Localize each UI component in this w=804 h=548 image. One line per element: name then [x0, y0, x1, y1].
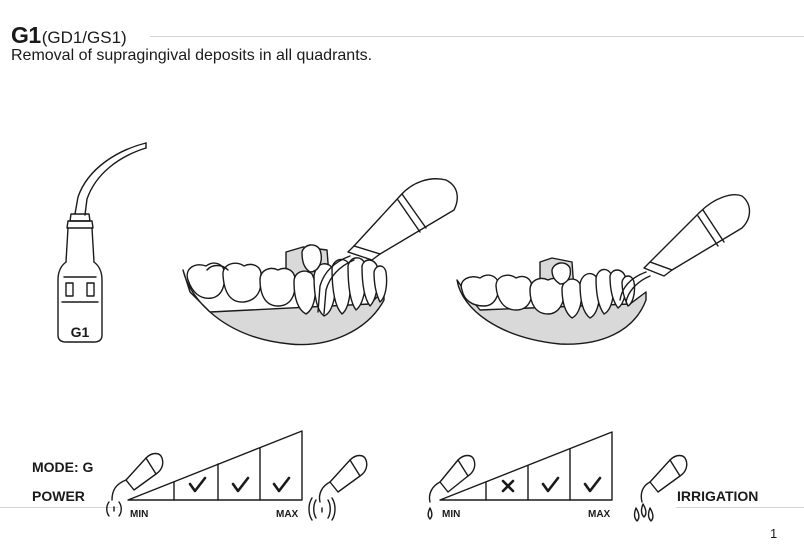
header-rule — [150, 36, 804, 37]
irrigation-level-marks — [501, 476, 602, 493]
tip-engraving-label: G1 — [71, 324, 90, 340]
right-jaw-illustration — [456, 194, 751, 345]
irrigation-max-label: MAX — [588, 509, 611, 520]
tip-variants: (GD1/GS1) — [41, 28, 127, 47]
power-max-handpiece-icon — [308, 454, 368, 521]
footer-rule-right — [676, 507, 804, 508]
mode-label: MODE: G — [32, 459, 94, 475]
irrigation-max-handpiece-icon — [633, 454, 688, 522]
irrigation-scale — [439, 431, 613, 501]
page-title: G1(GD1/GS1) — [11, 22, 127, 49]
irrigation-level-1-cross-mark — [501, 479, 515, 493]
power-level-3-check-mark — [272, 476, 291, 493]
scaler-tip-illustration — [57, 142, 147, 343]
power-level-2-check-mark — [231, 476, 250, 493]
irrigation-min-label: MIN — [442, 509, 461, 520]
irrigation-label: IRRIGATION — [677, 488, 759, 504]
tip-code: G1 — [11, 22, 41, 48]
power-level-marks — [188, 476, 291, 493]
power-level-1-check-mark — [188, 476, 207, 493]
footer-rule-left — [0, 507, 118, 508]
power-min-label: MIN — [130, 509, 149, 520]
irrigation-level-2-check-mark — [541, 476, 560, 493]
page-number: 1 — [770, 526, 778, 541]
left-jaw-illustration — [182, 178, 458, 346]
power-max-label: MAX — [276, 509, 299, 520]
irrigation-min-handpiece-icon — [427, 454, 476, 520]
power-min-handpiece-icon — [106, 452, 164, 517]
tip-description: Removal of supragingival deposits in all… — [11, 47, 373, 64]
power-label: POWER — [32, 488, 85, 504]
irrigation-level-3-check-mark — [583, 476, 602, 493]
power-scale — [127, 430, 303, 501]
